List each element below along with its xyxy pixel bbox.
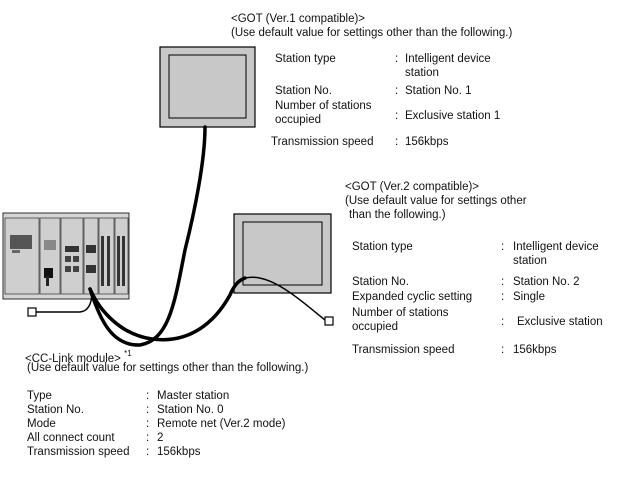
cclink-sep: : — [146, 390, 150, 402]
got2-label-station-no: Station No. — [352, 276, 409, 288]
got1-value-station-type: Intelligent device — [405, 53, 491, 65]
terminal-resistor-right — [324, 316, 334, 326]
got2-note: (Use default value for settings other — [345, 195, 527, 207]
got1-label-station-no: Station No. — [275, 85, 332, 97]
got1-value-station-type-cont: station — [405, 67, 439, 79]
got1-note: (Use default value for settings other th… — [231, 27, 513, 39]
got2-label-station-type: Station type — [352, 241, 413, 253]
got2-monitor-icon — [233, 213, 332, 294]
got2-label-stations-occupied: Number of stations — [352, 307, 449, 319]
got1-sep: : — [395, 85, 399, 97]
got2-value-station-no: Station No. 2 — [513, 276, 580, 288]
got2-value-stations-occupied: Exclusive station — [517, 316, 603, 328]
got1-sep: : — [395, 53, 399, 65]
cclink-title-text: <CC-Link module> — [25, 352, 121, 365]
got1-label-stations-occupied-cont: occupied — [275, 114, 322, 126]
got1-label-transmission-speed: Transmission speed — [271, 136, 374, 148]
got2-sep: : — [501, 344, 505, 356]
cclink-value-type: Master station — [157, 390, 230, 402]
got1-value-stations-occupied: Exclusive station 1 — [405, 110, 501, 122]
got2-value-station-type-cont: station — [513, 255, 547, 267]
cclink-sep: : — [146, 404, 150, 416]
terminal-resistor-left — [27, 307, 37, 317]
cclink-sep: : — [146, 432, 150, 444]
got1-label-stations-occupied: Number of stations — [275, 100, 372, 112]
got2-note-cont: than the following.) — [349, 209, 446, 221]
got1-sep: : — [395, 136, 399, 148]
cclink-value-transmission-speed: 156kbps — [157, 446, 201, 458]
cclink-label-all-connect-count: All connect count — [27, 432, 115, 444]
cclink-value-mode: Remote net (Ver.2 mode) — [157, 418, 286, 430]
got1-monitor-icon — [159, 46, 256, 128]
got2-sep: : — [501, 276, 505, 288]
cclink-footnote: *1 — [124, 349, 132, 358]
cclink-value-all-connect-count: 2 — [157, 432, 164, 444]
got2-value-transmission-speed: 156kbps — [513, 344, 557, 356]
cclink-sep: : — [146, 446, 150, 458]
got2-value-station-type: Intelligent device — [513, 241, 599, 253]
cclink-label-transmission-speed: Transmission speed — [27, 446, 130, 458]
got2-value-expanded-cyclic: Single — [513, 291, 545, 303]
got2-sep: : — [501, 316, 505, 328]
got2-sep: : — [501, 241, 505, 253]
got1-value-station-no: Station No. 1 — [405, 85, 472, 97]
cclink-title: <CC-Link module> *1 — [25, 348, 132, 366]
cclink-cables — [34, 125, 326, 347]
cclink-value-station-no: Station No. 0 — [157, 404, 224, 416]
got2-label-expanded-cyclic: Expanded cyclic setting — [352, 291, 473, 303]
got2-label-transmission-speed: Transmission speed — [352, 344, 455, 356]
cclink-sep: : — [146, 418, 150, 430]
cclink-label-mode: Mode — [27, 418, 56, 430]
got2-label-stations-occupied-cont: occupied — [352, 321, 399, 333]
cclink-label-station-no: Station No. — [27, 404, 84, 416]
got1-title: <GOT (Ver.1 compatible)> — [231, 13, 366, 25]
got1-label-station-type: Station type — [275, 53, 336, 65]
got1-sep: : — [395, 110, 399, 122]
cclink-label-type: Type — [27, 390, 52, 402]
plc-rack-icon — [2, 212, 130, 300]
got1-value-transmission-speed: 156kbps — [405, 136, 449, 148]
got2-title: <GOT (Ver.2 compatible)> — [345, 181, 480, 193]
cclink-note: (Use default value for settings other th… — [27, 362, 309, 374]
got2-sep: : — [501, 291, 505, 303]
